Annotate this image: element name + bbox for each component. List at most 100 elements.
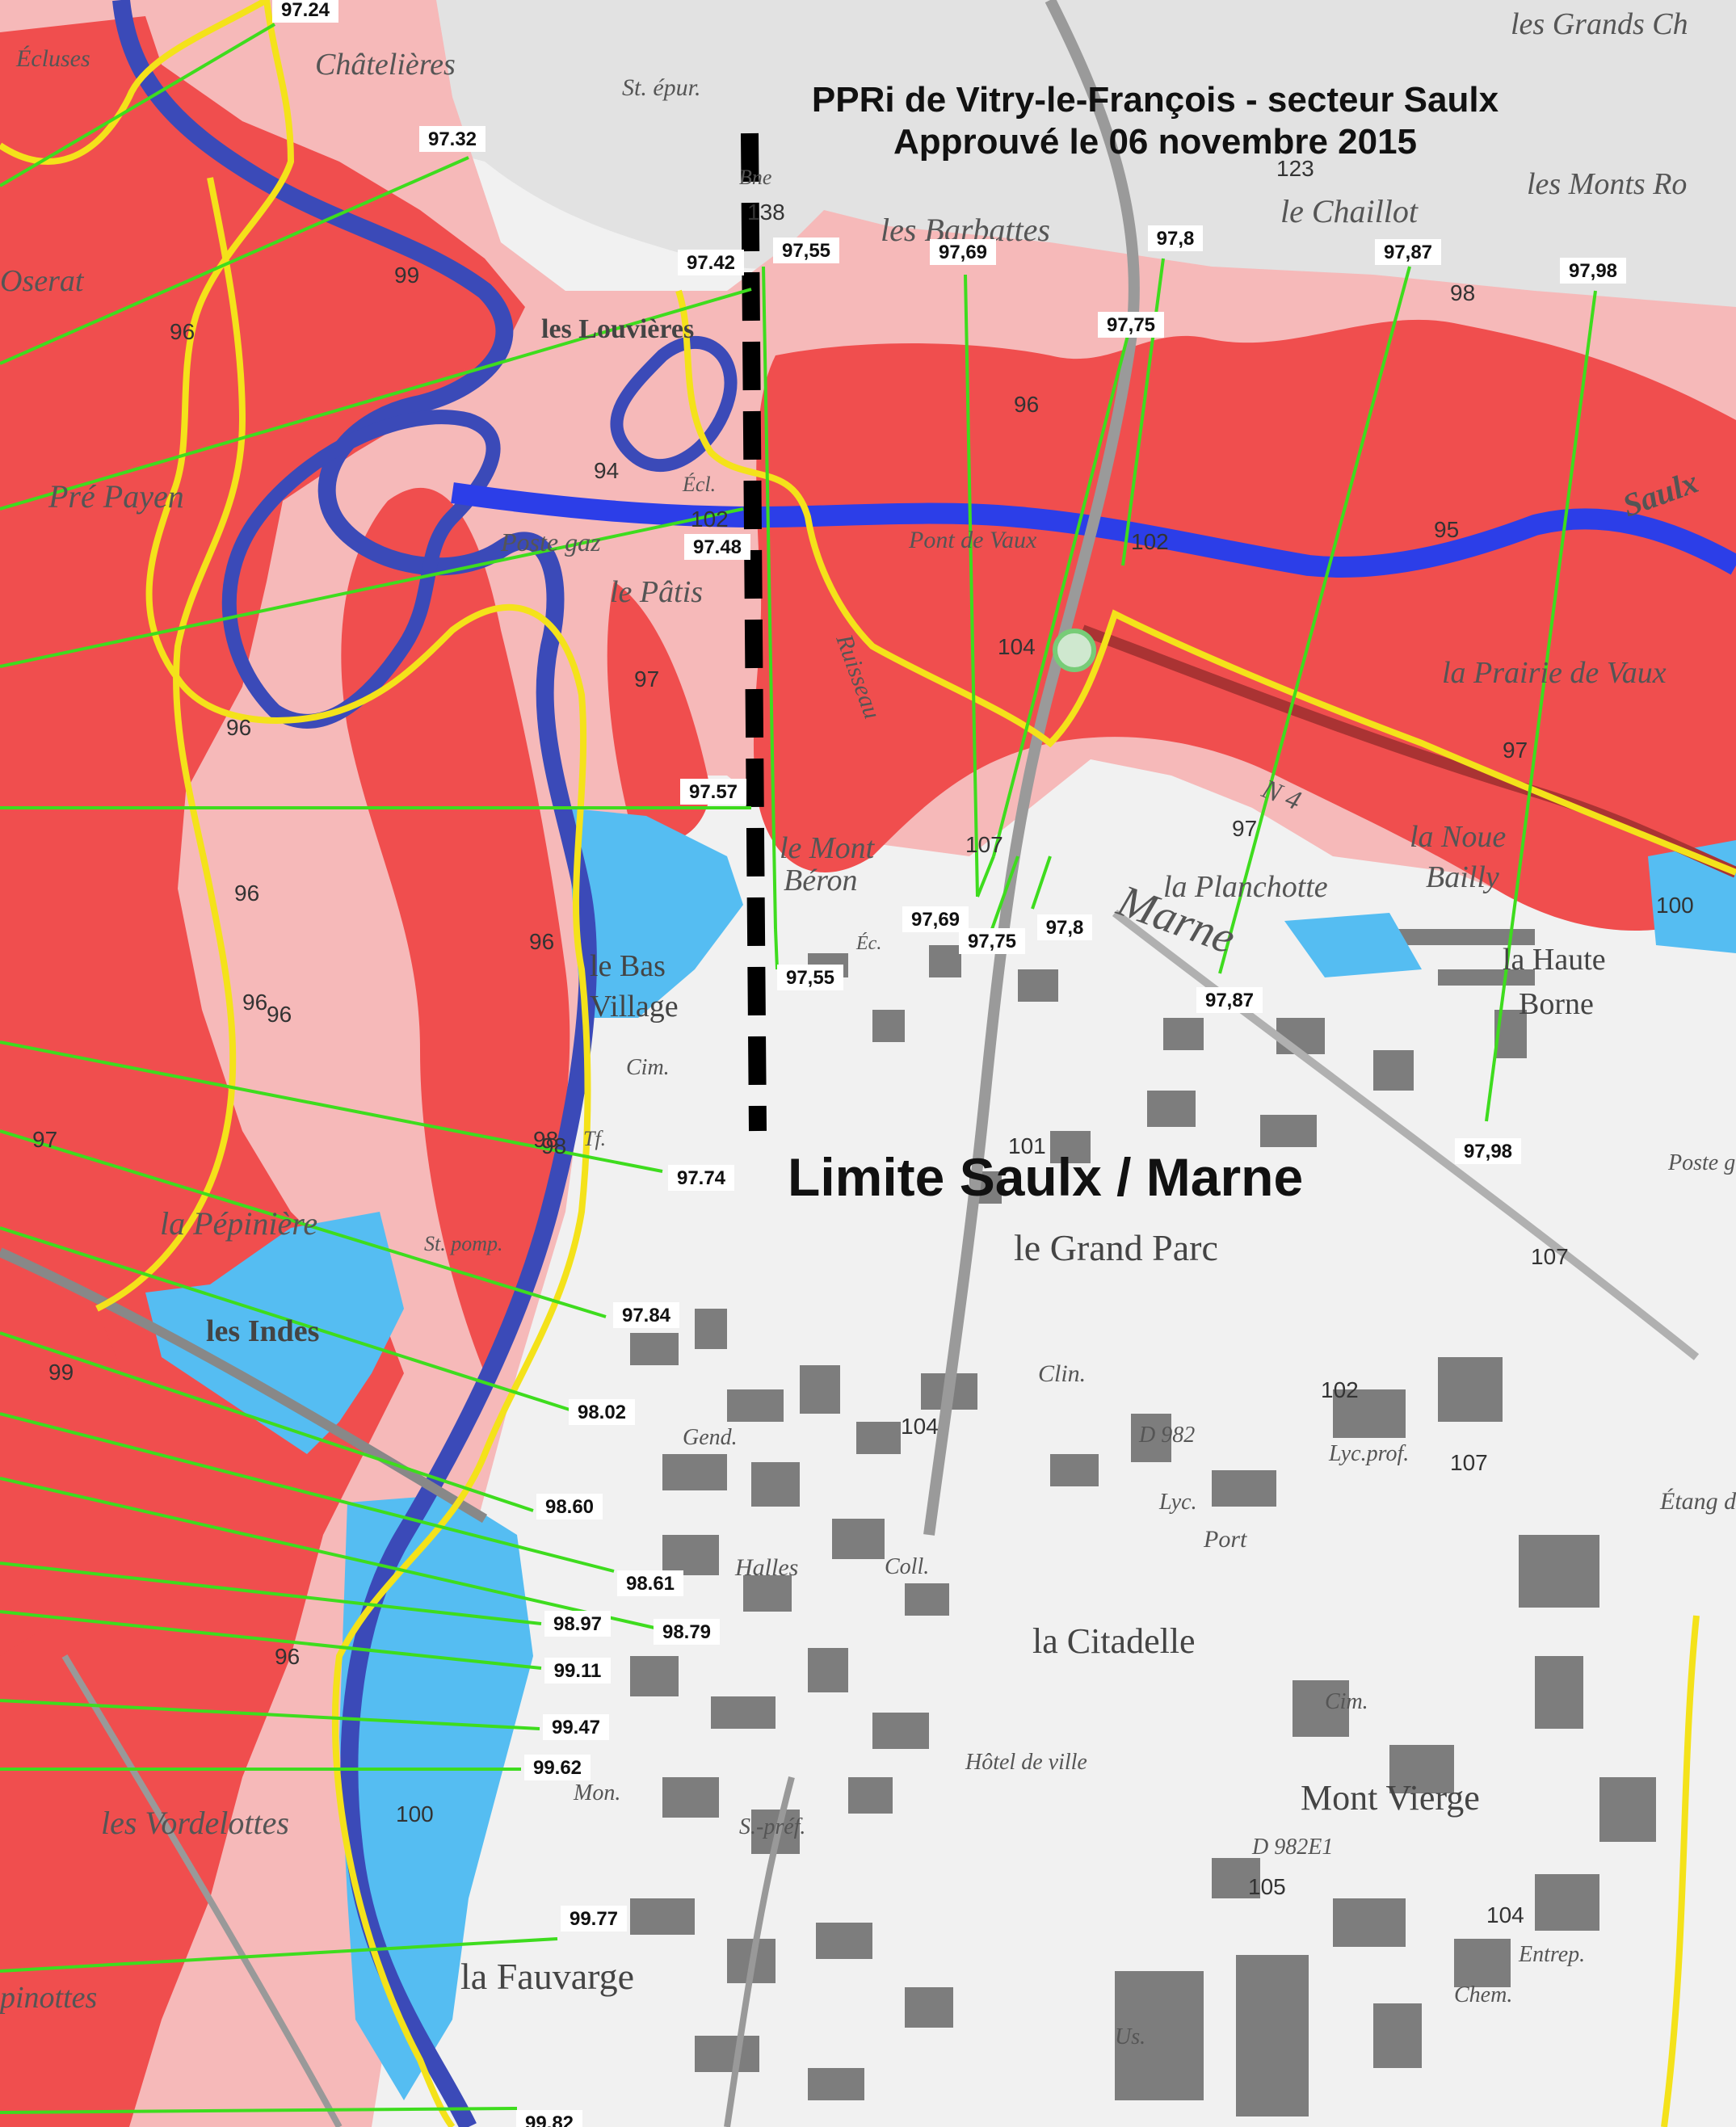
roundabout: [1053, 628, 1096, 672]
level-label-text: 98.97: [553, 1613, 602, 1635]
place-patis: le Pâtis: [610, 575, 703, 609]
profile-line: [0, 1610, 542, 1670]
spot-height: 97: [1503, 738, 1528, 763]
spot-height: 96: [275, 1644, 300, 1669]
level-label: 99.62: [524, 1755, 591, 1780]
profile-line: [1031, 855, 1052, 910]
spot-height: 107: [1531, 1244, 1569, 1269]
level-label: 97,55: [777, 965, 843, 990]
place-ec: Éc.: [855, 933, 881, 954]
spot-height: 96: [267, 1002, 292, 1027]
place-monts-ro: les Monts Ro: [1527, 167, 1687, 201]
profile-line: [1218, 266, 1411, 974]
level-label-box: [544, 1611, 611, 1637]
spot-height: 97: [1232, 816, 1257, 841]
railway-west: [0, 1247, 488, 1524]
level-label: 97.32: [419, 126, 485, 152]
yellow-boundary-inner: [95, 177, 246, 1312]
spot-height: 107: [1450, 1450, 1488, 1475]
road-south: [724, 1776, 795, 2127]
place-bailly: Bailly: [1426, 860, 1499, 894]
spot-height: 99: [394, 263, 419, 288]
place-grands-champs: les Grands Ch: [1511, 7, 1688, 41]
level-label: 98.79: [654, 1619, 720, 1645]
place-chatelieres: Châtelières: [315, 48, 456, 82]
place-mont: le Mont: [780, 831, 876, 865]
level-label: 97,69: [902, 906, 969, 932]
level-label-text: 97,75: [1107, 314, 1155, 336]
level-label-box: [1098, 312, 1164, 338]
place-indes: les Indes: [206, 1314, 319, 1348]
spot-height: 96: [1014, 392, 1039, 417]
level-label-box: [613, 1302, 679, 1328]
level-label-box: [536, 1494, 603, 1520]
level-label-text: 97,87: [1205, 990, 1254, 1011]
place-planchotte: la Planchotte: [1163, 870, 1328, 904]
spot-height: 104: [901, 1414, 939, 1439]
profile-line: [1121, 258, 1165, 566]
spot-height: 123: [1276, 156, 1314, 181]
place-st-pomp: St. pomp.: [424, 1232, 503, 1255]
level-label: 97,87: [1196, 987, 1263, 1013]
place-d982e1: D 982E1: [1251, 1835, 1333, 1860]
level-label-text: 98.61: [626, 1573, 675, 1595]
marne-oxbow: [221, 410, 501, 729]
level-label: 99.77: [561, 1906, 627, 1932]
place-grand-parc: le Grand Parc: [1014, 1227, 1218, 1268]
level-label: 97.57: [680, 779, 746, 805]
level-label-box: [561, 1906, 627, 1932]
level-label: 97.42: [678, 250, 744, 275]
flood-zone-high-central: [341, 487, 570, 1374]
level-label: 97,75: [1098, 312, 1164, 338]
level-label-box: [1375, 239, 1441, 265]
level-label-box: [419, 126, 485, 152]
level-label: 97,87: [1375, 239, 1441, 265]
spot-height: 96: [242, 990, 267, 1015]
level-label-box: [569, 1399, 635, 1425]
flood-zone-urban-bas-village: [565, 808, 743, 1018]
level-label-box: [668, 1165, 734, 1191]
place-s-pref: S.-préf.: [739, 1814, 805, 1839]
place-pepiniere: la Pépinière: [160, 1205, 317, 1242]
spot-height: 99: [48, 1360, 74, 1385]
place-halles: Halles: [734, 1554, 798, 1581]
profile-line: [0, 288, 752, 511]
flood-zone-high-patis: [607, 582, 711, 841]
place-citadelle: la Citadelle: [1032, 1621, 1196, 1661]
level-label-text: 97,69: [939, 242, 987, 263]
spot-height: 98: [541, 1133, 566, 1158]
level-label-box: [516, 2110, 582, 2127]
place-lyc: Lyc.: [1158, 1490, 1197, 1515]
level-label-text: 97,75: [968, 931, 1016, 952]
level-label-text: 97.48: [693, 536, 742, 558]
spot-height: 96: [234, 881, 259, 906]
spot-height: 94: [594, 458, 619, 483]
spot-height: 104: [998, 634, 1036, 659]
level-label-box: [543, 1714, 609, 1740]
level-label: 97,69: [930, 239, 996, 265]
profile-line: [976, 855, 995, 897]
place-bne: Bne: [739, 166, 771, 189]
railway-east: [1112, 910, 1700, 1360]
level-label-box: [617, 1570, 683, 1596]
yellow-boundary-east: [675, 289, 1736, 876]
place-poste-gaz: Poste gaz: [500, 528, 601, 557]
profile-line: [964, 274, 979, 897]
spot-height: 96: [170, 319, 195, 344]
profile-line: [0, 1412, 615, 1573]
spot-heights: 96 99 96 94 102 97 96 96 96 97 96 98 102…: [32, 156, 1694, 1927]
spot-height: 97: [634, 666, 659, 691]
profile-line: [0, 156, 469, 365]
place-ecl: Écl.: [682, 473, 716, 496]
place-port: Port: [1203, 1526, 1247, 1553]
place-village: Village: [590, 990, 679, 1024]
level-label-text: 99.11: [554, 1660, 602, 1682]
level-label: 97,8: [1037, 914, 1092, 940]
level-label-box: [1148, 225, 1203, 251]
level-label-text: 97,8: [1157, 228, 1195, 250]
profile-line: [0, 1226, 570, 1411]
yellow-boundary-southeast: [1661, 1615, 1700, 2127]
level-label: 99.11: [544, 1658, 611, 1684]
marne-meander-louvieres: [610, 335, 738, 473]
